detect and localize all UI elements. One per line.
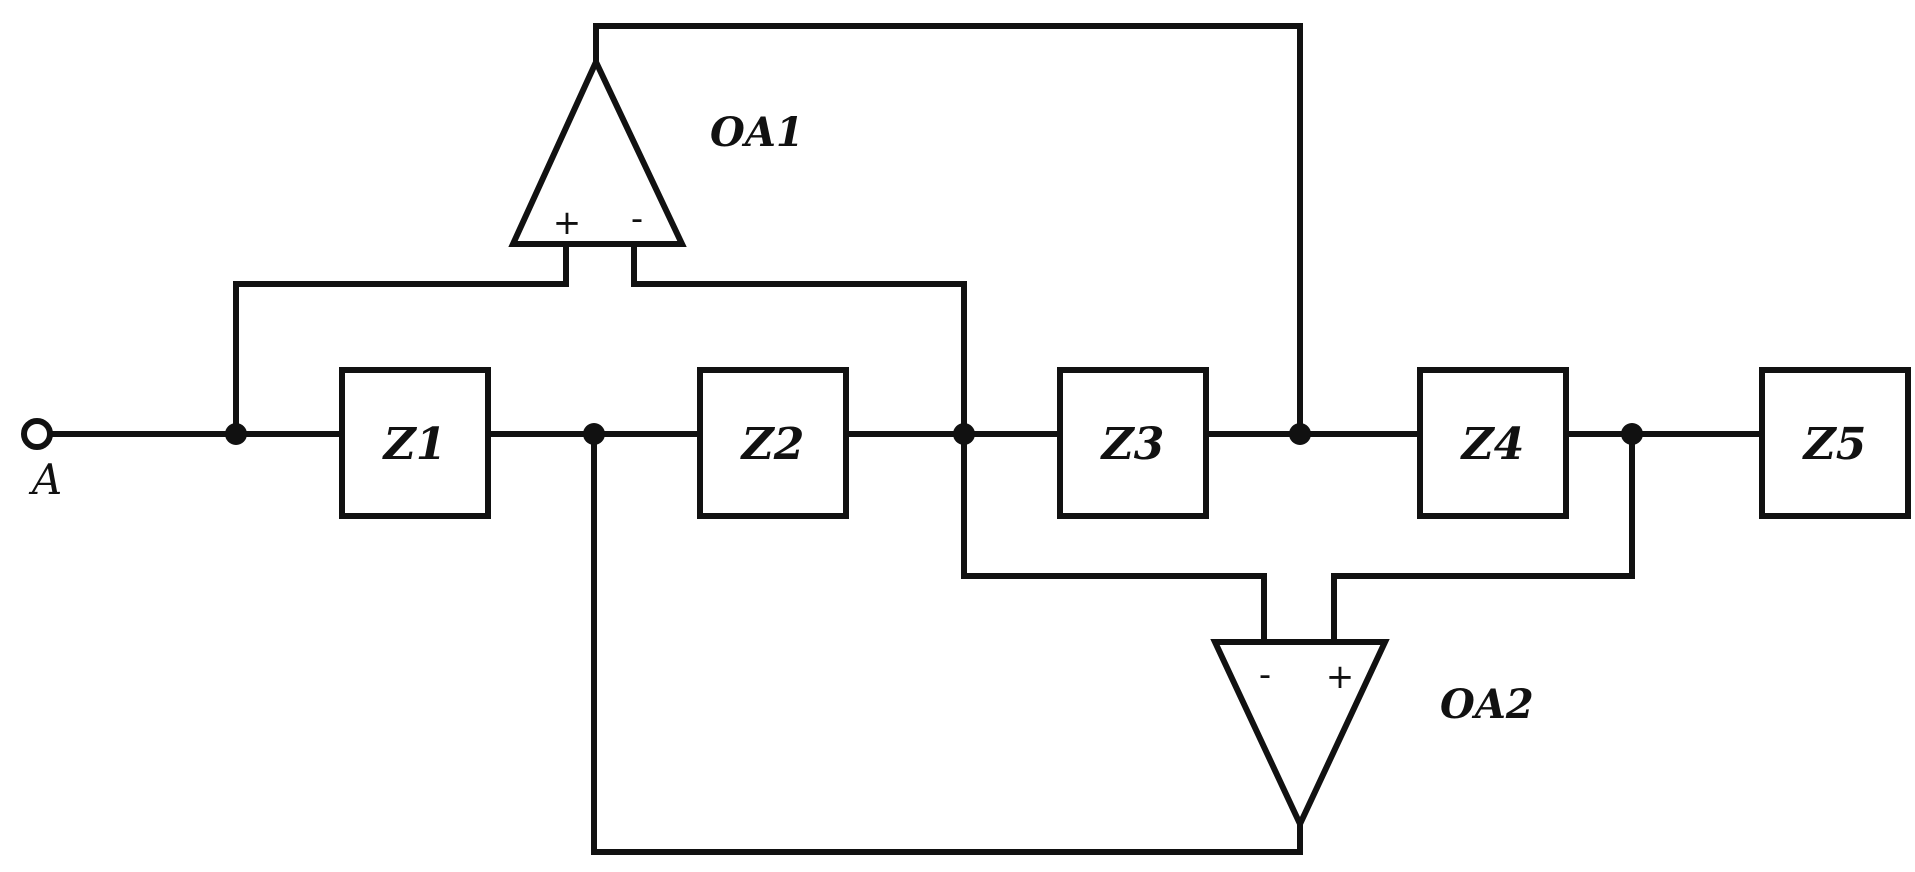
- oa1-plus-wire: [233, 243, 569, 437]
- z3-label: Z3: [1100, 419, 1165, 470]
- z4-label: Z4: [1460, 419, 1525, 470]
- oa2-label: OA2: [1440, 681, 1534, 728]
- oa2-plus-sign: +: [1326, 657, 1355, 697]
- oa1-triangle: [508, 54, 687, 247]
- junction-dot-1: [225, 423, 247, 445]
- oa1-minus-wire: [631, 243, 967, 437]
- z2-label: Z2: [740, 419, 805, 470]
- oa2-output-wire: [591, 431, 1303, 855]
- junction-dot-4: [1289, 423, 1311, 445]
- oa2-plus-wire: [1331, 431, 1635, 643]
- z5-label: Z5: [1802, 419, 1867, 470]
- oa1-minus-sign: -: [631, 199, 643, 239]
- junction-dot-2: [583, 423, 605, 445]
- z3-box: [1057, 367, 1209, 519]
- oa1-plus-sign: +: [553, 203, 582, 243]
- z1-box: [339, 367, 491, 519]
- oa2-minus-wire: [961, 431, 1267, 643]
- oa2-minus-sign: -: [1259, 655, 1271, 695]
- z2-box: [697, 367, 849, 519]
- junction-dot-5: [1621, 423, 1643, 445]
- z1-label: Z1: [382, 419, 447, 470]
- terminal-a-label: A: [28, 455, 62, 504]
- terminal-a: [21, 418, 53, 450]
- z4-box: [1417, 367, 1569, 519]
- z5-box: [1759, 367, 1911, 519]
- oa2-triangle: [1210, 639, 1390, 832]
- oa1-label: OA1: [710, 109, 804, 156]
- junction-dot-3: [953, 423, 975, 445]
- oa1-output-wire: [593, 23, 1303, 437]
